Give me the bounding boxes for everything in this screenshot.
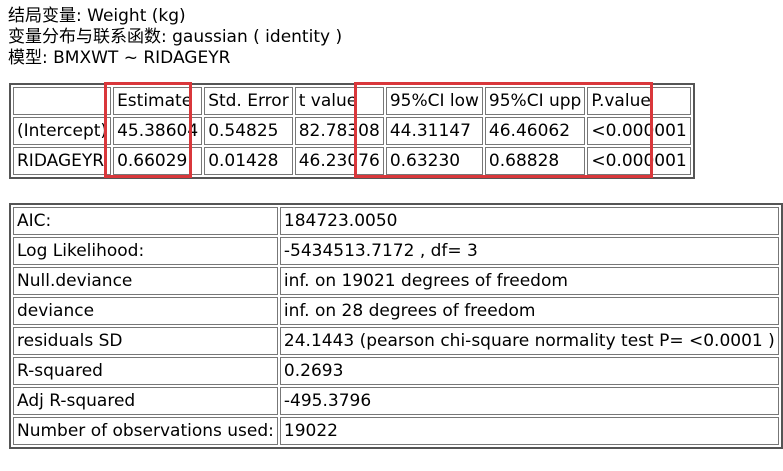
stat-label-deviance: deviance bbox=[13, 297, 278, 325]
intercept-std-error: 0.54825 bbox=[204, 117, 293, 145]
stats-table-wrapper: AIC: 184723.0050 Log Likelihood: -543451… bbox=[9, 203, 783, 449]
intercept-ci-low: 44.31147 bbox=[385, 117, 483, 145]
model-header: 结局变量: Weight (kg) 变量分布与联系函数: gaussian ( … bbox=[8, 6, 342, 69]
header-cell-std-error: Std. Error bbox=[204, 87, 293, 115]
stat-value-deviance: inf. on 28 degrees of freedom bbox=[279, 297, 779, 325]
row-label-ridageyr: RIDAGEYR bbox=[13, 147, 112, 175]
stat-value-observations: 19022 bbox=[279, 417, 779, 445]
ridageyr-estimate: 0.66029 bbox=[113, 147, 203, 175]
stat-label-adj-r-squared: Adj R-squared bbox=[13, 387, 278, 415]
table-row: Log Likelihood: -5434513.7172 , df= 3 bbox=[13, 237, 779, 265]
table-row: residuals SD 24.1443 (pearson chi-square… bbox=[13, 327, 779, 355]
table-row: R-squared 0.2693 bbox=[13, 357, 779, 385]
table-row: deviance inf. on 28 degrees of freedom bbox=[13, 297, 779, 325]
intercept-ci-upp: 46.46062 bbox=[484, 117, 586, 145]
model-stats-table: AIC: 184723.0050 Log Likelihood: -543451… bbox=[9, 203, 783, 449]
coefficient-table: Estimate Std. Error t value 95%CI low 95… bbox=[9, 83, 695, 179]
table-row: RIDAGEYR 0.66029 0.01428 46.23076 0.6323… bbox=[13, 147, 691, 175]
table-row: Adj R-squared -495.3796 bbox=[13, 387, 779, 415]
ridageyr-ci-upp: 0.68828 bbox=[484, 147, 586, 175]
table-row: (Intercept) 45.38604 0.54825 82.78308 44… bbox=[13, 117, 691, 145]
stat-value-aic: 184723.0050 bbox=[279, 207, 779, 235]
intercept-t-value: 82.78308 bbox=[294, 117, 384, 145]
model-formula-line: 模型: BMXWT ~ RIDAGEYR bbox=[8, 48, 231, 68]
table-row: Null.deviance inf. on 19021 degrees of f… bbox=[13, 267, 779, 295]
intercept-p-value: <0.000001 bbox=[587, 117, 691, 145]
header-cell-t-value: t value bbox=[294, 87, 384, 115]
header-cell-ci-low: 95%CI low bbox=[385, 87, 483, 115]
stat-value-log-likelihood: -5434513.7172 , df= 3 bbox=[279, 237, 779, 265]
ridageyr-std-error: 0.01428 bbox=[204, 147, 293, 175]
table-row: Number of observations used: 19022 bbox=[13, 417, 779, 445]
distribution-link-line: 变量分布与联系函数: gaussian ( identity ) bbox=[8, 27, 343, 47]
stat-label-log-likelihood: Log Likelihood: bbox=[13, 237, 278, 265]
header-cell-ci-upp: 95%CI upp bbox=[484, 87, 586, 115]
stat-label-observations: Number of observations used: bbox=[13, 417, 278, 445]
stat-label-residuals-sd: residuals SD bbox=[13, 327, 278, 355]
stat-value-r-squared: 0.2693 bbox=[279, 357, 779, 385]
stat-label-null-deviance: Null.deviance bbox=[13, 267, 278, 295]
header-cell-blank bbox=[13, 87, 112, 115]
stat-label-r-squared: R-squared bbox=[13, 357, 278, 385]
table-row: AIC: 184723.0050 bbox=[13, 207, 779, 235]
outcome-variable-line: 结局变量: Weight (kg) bbox=[8, 6, 186, 26]
intercept-estimate: 45.38604 bbox=[113, 117, 203, 145]
coefficient-header-row: Estimate Std. Error t value 95%CI low 95… bbox=[13, 87, 691, 115]
ridageyr-ci-low: 0.63230 bbox=[385, 147, 483, 175]
stat-value-residuals-sd: 24.1443 (pearson chi-square normality te… bbox=[279, 327, 779, 355]
header-cell-p-value: P.value bbox=[587, 87, 691, 115]
stat-value-adj-r-squared: -495.3796 bbox=[279, 387, 779, 415]
stat-value-null-deviance: inf. on 19021 degrees of freedom bbox=[279, 267, 779, 295]
ridageyr-p-value: <0.000001 bbox=[587, 147, 691, 175]
ridageyr-t-value: 46.23076 bbox=[294, 147, 384, 175]
coefficient-table-wrapper: Estimate Std. Error t value 95%CI low 95… bbox=[9, 83, 695, 179]
row-label-intercept: (Intercept) bbox=[13, 117, 112, 145]
header-cell-estimate: Estimate bbox=[113, 87, 203, 115]
stat-label-aic: AIC: bbox=[13, 207, 278, 235]
